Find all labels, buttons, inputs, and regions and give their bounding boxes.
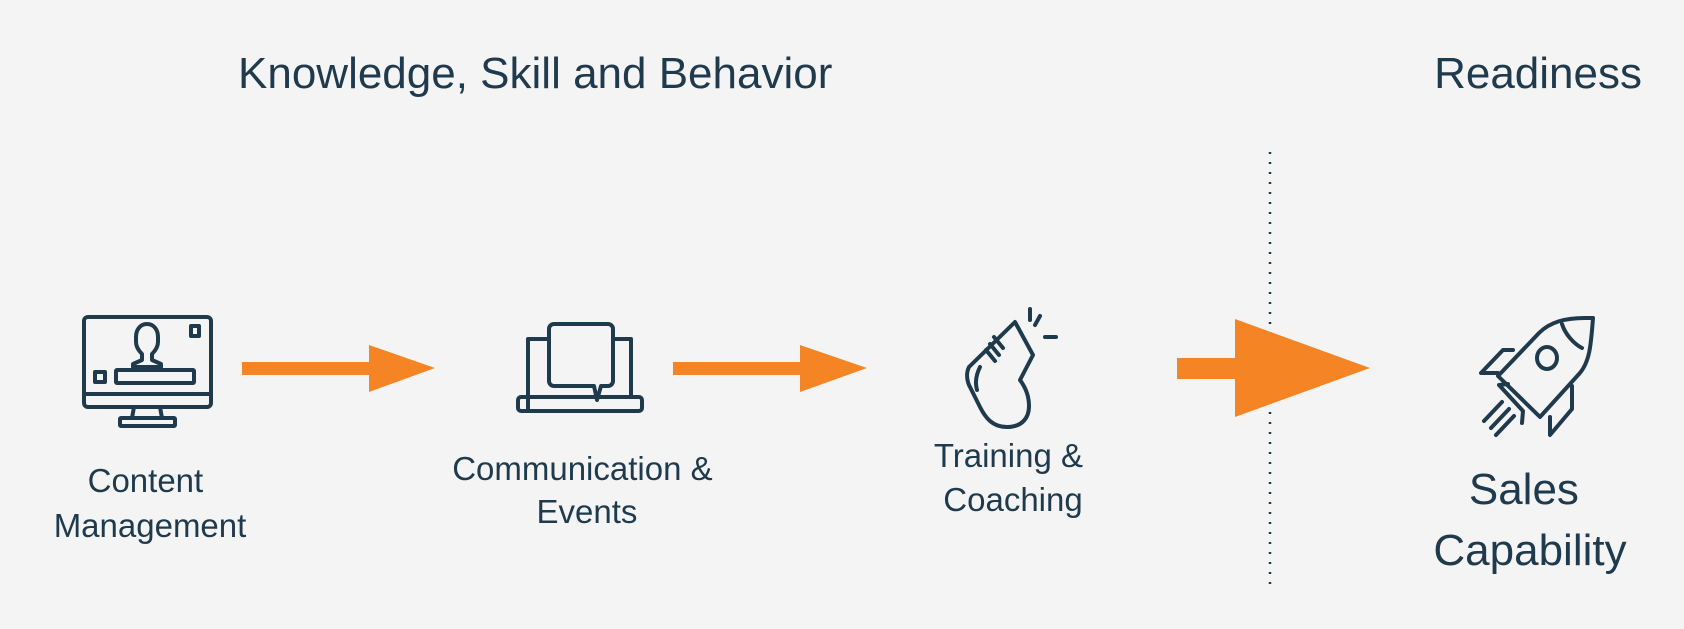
step-label-communication-events: Communication & Events — [452, 450, 722, 530]
arrow-2 — [673, 345, 867, 392]
arrow-3-large — [1177, 319, 1370, 417]
step-label-training-coaching: Training & Coaching — [934, 437, 1092, 518]
laptop-chat-icon — [516, 322, 644, 413]
heading-knowledge: Knowledge, Skill and Behavior — [238, 49, 832, 98]
arrow-1 — [242, 345, 435, 392]
rocket-icon — [1479, 316, 1595, 437]
step-label-content-management: Content Management — [54, 462, 247, 544]
monitor-presenter-icon — [82, 315, 213, 428]
heading-readiness: Readiness — [1434, 49, 1642, 98]
whistle-icon — [965, 307, 1058, 429]
outcome-label-sales-capability: Sales Capability — [1433, 465, 1626, 575]
